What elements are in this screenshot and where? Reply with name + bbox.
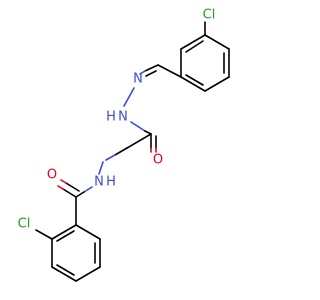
bond-n-n — [123, 87, 135, 107]
bond-c-o-hydrazide-double — [150, 133, 157, 153]
atom-h-amide: H — [106, 175, 116, 190]
atom-n-amide: N — [94, 175, 104, 190]
bond-n-amide-carbonyl — [83, 186, 93, 193]
bond-ch2-n-amide-n — [105, 154, 116, 161]
atom-n-imine: N — [133, 72, 143, 87]
molecule-structure: Cl N H N O N H O — [18, 8, 230, 282]
bond-carbonyl-ch2 — [126, 133, 152, 149]
atom-h-hydrazide: H — [106, 110, 116, 125]
atom-o-amide: O — [47, 168, 57, 183]
bond-n-carbonyl — [130, 121, 146, 132]
atom-cl-top: Cl — [203, 8, 216, 23]
atom-n-hydrazide: N — [118, 110, 128, 125]
bond-n-amide-up — [98, 161, 104, 175]
bond-n-amide-carbonyl-c — [75, 191, 85, 198]
atom-o-hydrazide: O — [153, 153, 163, 168]
bond-ring-cl-bottom — [35, 229, 53, 240]
bond-ch2-n-amide — [114, 147, 128, 156]
bond-c-o-amide-double — [57, 179, 80, 198]
chlorophenyl-ring-bottom — [51, 224, 101, 282]
chlorophenyl-ring-top — [180, 34, 230, 92]
bond-n-carbonyl-c — [144, 130, 152, 135]
bond-ch-n-double — [139, 64, 159, 77]
bond-ring-ch — [157, 64, 182, 78]
atom-cl-bottom: Cl — [18, 217, 31, 232]
